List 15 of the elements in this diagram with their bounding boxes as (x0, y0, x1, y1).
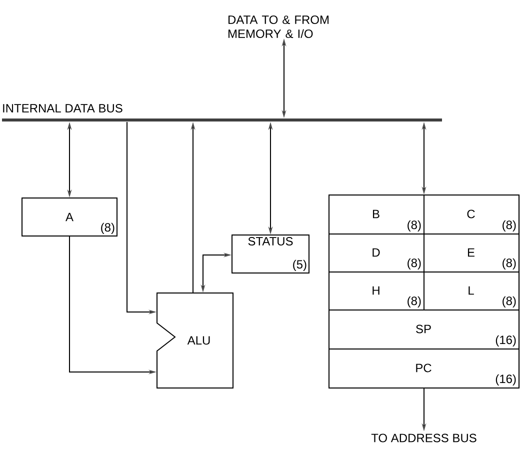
annotation-text: TO ADDRESS BUS (371, 434, 476, 442)
register-cell: L (8) (468, 286, 516, 308)
alu-block: ALU (156, 292, 234, 388)
register-cell: SP (16) (416, 324, 516, 346)
register-box: A (8) (22, 198, 118, 236)
register-cell: H (8) (372, 286, 421, 308)
annotation-text: DATA TO & FROM MEMORY & I/O (228, 16, 328, 38)
register-cell: B (8) (372, 210, 421, 232)
register-cell: D (8) (372, 248, 421, 270)
register-cell: C (8) (467, 210, 516, 232)
bus-line: INTERNAL DATA BUS (2, 104, 442, 122)
register-box: STATUS (5) (232, 234, 310, 274)
register-cell: E (8) (468, 248, 516, 270)
register-file-box (328, 194, 520, 388)
register-cell: PC (16) (416, 364, 516, 386)
